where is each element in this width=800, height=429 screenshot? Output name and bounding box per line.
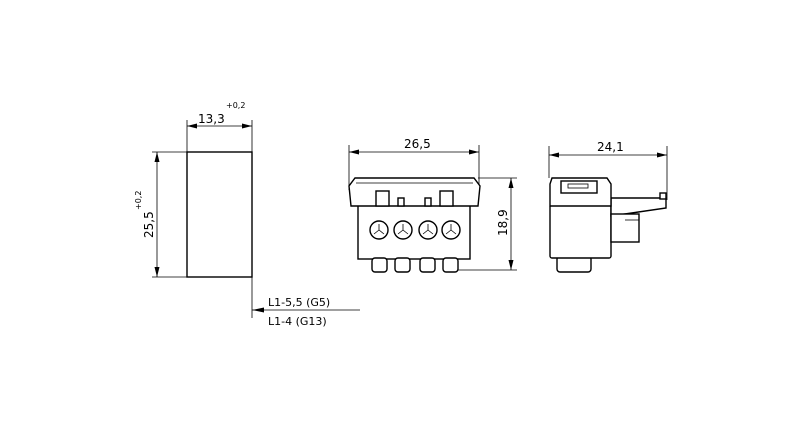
width-dim: 13,3	[198, 112, 225, 126]
cutout-label-2: L1-4 (G13)	[268, 315, 327, 328]
side-width-dim: 24,1	[597, 140, 624, 154]
front-view: 26,5 18,9	[348, 137, 517, 273]
cutout-label-1: L1-5,5 (G5)	[268, 296, 330, 309]
front-width-dim: 26,5	[404, 137, 431, 151]
height-tolerance: +0,2	[134, 191, 143, 210]
top-view: 13,3 +0,2 25,5 +0,2 L1-5,5 (G5) L1-4 (G1…	[134, 101, 360, 328]
height-dim: 25,5	[142, 211, 156, 238]
front-height-dim: 18,9	[496, 209, 510, 236]
width-tolerance: +0,2	[226, 101, 245, 110]
frame-outline	[186, 151, 253, 278]
terminal-feet	[371, 257, 459, 273]
terminal-screws	[369, 220, 461, 240]
side-view: 24,1	[548, 140, 668, 273]
